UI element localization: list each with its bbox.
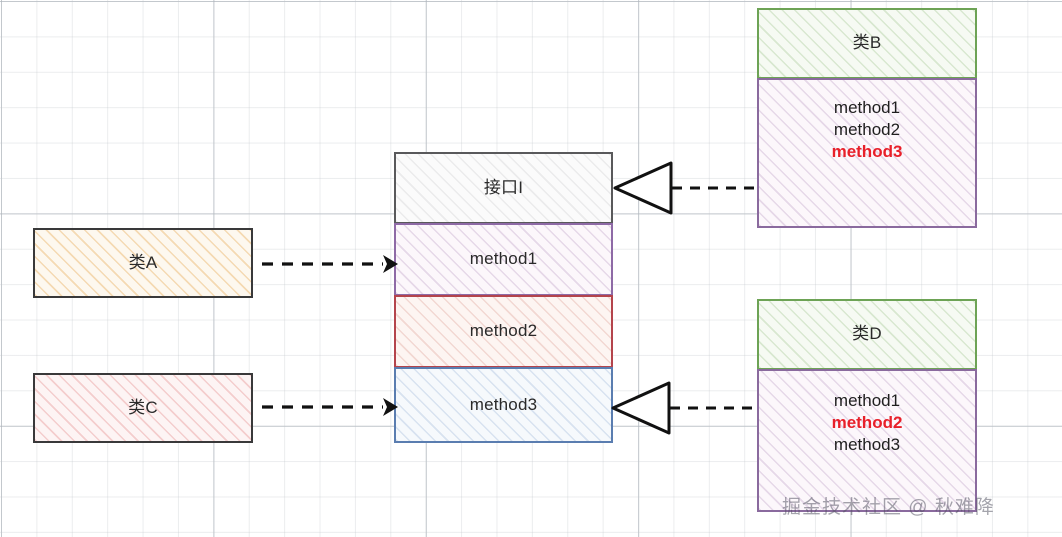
class-d-body-cell: method1 method2 method3 bbox=[757, 369, 977, 512]
class-b-method-1: method1 bbox=[833, 98, 901, 117]
class-b-method-2: method2 bbox=[833, 120, 901, 139]
class-d-method-list: method1 method2 method3 bbox=[759, 391, 975, 455]
interface-method3-cell[interactable]: method3 bbox=[394, 367, 613, 443]
class-d-box[interactable]: 类D method1 method2 method3 bbox=[757, 299, 977, 512]
interface-method1-label: method1 bbox=[469, 249, 538, 269]
class-d-method-2: method2 bbox=[831, 413, 903, 432]
class-a-label: 类A bbox=[128, 252, 158, 272]
realization-class-d-triangle bbox=[611, 381, 671, 435]
dependency-class-c-to-method3 bbox=[262, 398, 398, 416]
class-b-header-label: 类B bbox=[852, 33, 882, 53]
interface-method1-cell[interactable]: method1 bbox=[394, 223, 613, 296]
realization-class-d-to-method3 bbox=[611, 381, 755, 435]
realization-class-b-triangle bbox=[613, 161, 673, 215]
class-b-box[interactable]: 类B method1 method2 method3 bbox=[757, 8, 977, 228]
class-d-method-1: method1 bbox=[833, 391, 901, 410]
class-a-box[interactable]: 类A bbox=[33, 228, 253, 298]
class-c-box[interactable]: 类C bbox=[33, 373, 253, 443]
class-b-header-cell: 类B bbox=[757, 8, 977, 79]
watermark-text: 掘金技术社区 @ 秋难降 bbox=[782, 497, 995, 518]
dependency-class-a-to-method1 bbox=[262, 255, 398, 273]
interface-method2-label: method2 bbox=[469, 321, 538, 341]
class-b-method-list: method1 method2 method3 bbox=[759, 98, 975, 162]
interface-box[interactable]: 接口I method1 method2 method3 bbox=[394, 152, 613, 443]
interface-method2-cell[interactable]: method2 bbox=[394, 295, 613, 368]
class-b-method-3: method3 bbox=[831, 142, 903, 161]
interface-header-label: 接口I bbox=[483, 177, 524, 197]
class-c-label: 类C bbox=[128, 397, 158, 417]
realization-class-b-to-interface bbox=[613, 161, 755, 215]
class-d-header-cell: 类D bbox=[757, 299, 977, 370]
class-b-body-cell: method1 method2 method3 bbox=[757, 78, 977, 228]
interface-method3-label: method3 bbox=[469, 394, 538, 414]
interface-header-cell: 接口I bbox=[394, 152, 613, 224]
class-d-method-3: method3 bbox=[833, 435, 901, 454]
class-d-header-label: 类D bbox=[852, 324, 882, 344]
